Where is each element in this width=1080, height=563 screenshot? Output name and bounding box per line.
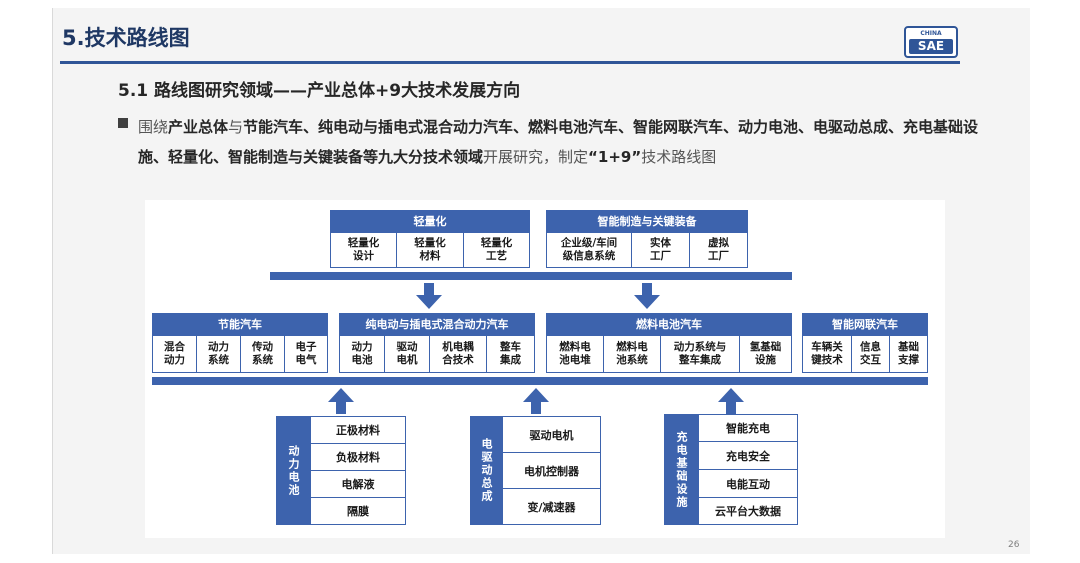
- group-item: 变/减速器: [502, 488, 601, 525]
- block-cell: 混合 动力: [152, 335, 197, 373]
- group-item: 智能充电: [698, 414, 798, 442]
- up-arrow-icon: [718, 388, 744, 414]
- block-header: 智能网联汽车: [802, 313, 928, 335]
- block-cell: 轻量化 工艺: [463, 232, 530, 268]
- group-item: 隔膜: [310, 497, 406, 525]
- group-item: 电能互动: [698, 469, 798, 498]
- up-arrow-icon: [328, 388, 354, 414]
- block-header: 智能制造与关键装备: [546, 210, 748, 232]
- block-cell: 实体 工厂: [631, 232, 690, 268]
- group-item: 云平台大数据: [698, 497, 798, 525]
- para-text-3: 开展研究，制定: [483, 148, 589, 166]
- para-text-4: 技术路线图: [641, 148, 717, 166]
- logo-top-text: CHINA: [920, 30, 942, 37]
- group-label: 充电基础设施: [664, 414, 698, 525]
- block-header: 节能汽车: [152, 313, 328, 335]
- block-header: 燃料电池汽车: [546, 313, 792, 335]
- intro-paragraph: 围绕产业总体与节能汽车、纯电动与插电式混合动力汽车、燃料电池汽车、智能网联汽车、…: [138, 112, 983, 172]
- para-text-2: 与: [228, 118, 244, 136]
- logo-main-text: SAE: [909, 39, 953, 54]
- block-cell: 整车 集成: [486, 335, 535, 373]
- group-item: 正极材料: [310, 416, 406, 444]
- para-bold-2: 节能汽车、纯电动与插电式混合动力汽车、燃料电池汽车、智能网联汽车、动力电池、电驱…: [138, 118, 979, 166]
- block-cell: 轻量化 设计: [330, 232, 397, 268]
- block-cell: 机电耦 合技术: [429, 335, 487, 373]
- block-header: 纯电动与插电式混合动力汽车: [339, 313, 535, 335]
- group-item: 充电安全: [698, 441, 798, 470]
- group-item: 驱动电机: [502, 416, 601, 453]
- section-subtitle: 5.1 路线图研究领域——产业总体+9大技术发展方向: [118, 81, 521, 101]
- block-cell: 动力系统与 整车集成: [660, 335, 740, 373]
- group-label: 动力电池: [276, 416, 310, 525]
- block-cell: 氢基础 设施: [739, 335, 792, 373]
- block-cell: 驱动 电机: [384, 335, 430, 373]
- block-cell: 企业级/车间 级信息系统: [546, 232, 632, 268]
- block-cell: 动力 系统: [196, 335, 241, 373]
- para-text-1: 围绕: [138, 118, 169, 136]
- block-header: 轻量化: [330, 210, 530, 232]
- block-cell: 基础 支撑: [889, 335, 928, 373]
- group-label: 电驱动总成: [470, 416, 502, 525]
- block-cell: 车辆关 键技术: [802, 335, 852, 373]
- title-divider: [60, 61, 960, 64]
- top-connector-bar: [270, 272, 792, 280]
- block-cell: 电子 电气: [284, 335, 328, 373]
- page-title: 5.技术路线图: [62, 26, 190, 50]
- block-cell: 信息 交互: [851, 335, 890, 373]
- bottom-connector-bar: [152, 377, 928, 385]
- block-cell: 虚拟 工厂: [689, 232, 748, 268]
- group-item: 电解液: [310, 470, 406, 498]
- page-number: 26: [1008, 540, 1020, 550]
- bullet-square-icon: [118, 118, 128, 128]
- group-item: 电机控制器: [502, 452, 601, 489]
- block-cell: 燃料电 池系统: [603, 335, 661, 373]
- up-arrow-icon: [523, 388, 549, 414]
- para-bold-1: 产业总体: [168, 118, 229, 136]
- down-arrow-icon: [634, 283, 660, 309]
- block-cell: 燃料电 池电堆: [546, 335, 604, 373]
- para-bold-3: “1+9”: [588, 148, 642, 166]
- group-item: 负极材料: [310, 443, 406, 471]
- block-cell: 轻量化 材料: [396, 232, 464, 268]
- down-arrow-icon: [416, 283, 442, 309]
- block-cell: 传动 系统: [240, 335, 285, 373]
- block-cell: 动力 电池: [339, 335, 385, 373]
- china-sae-logo: CHINA SAE: [904, 26, 958, 58]
